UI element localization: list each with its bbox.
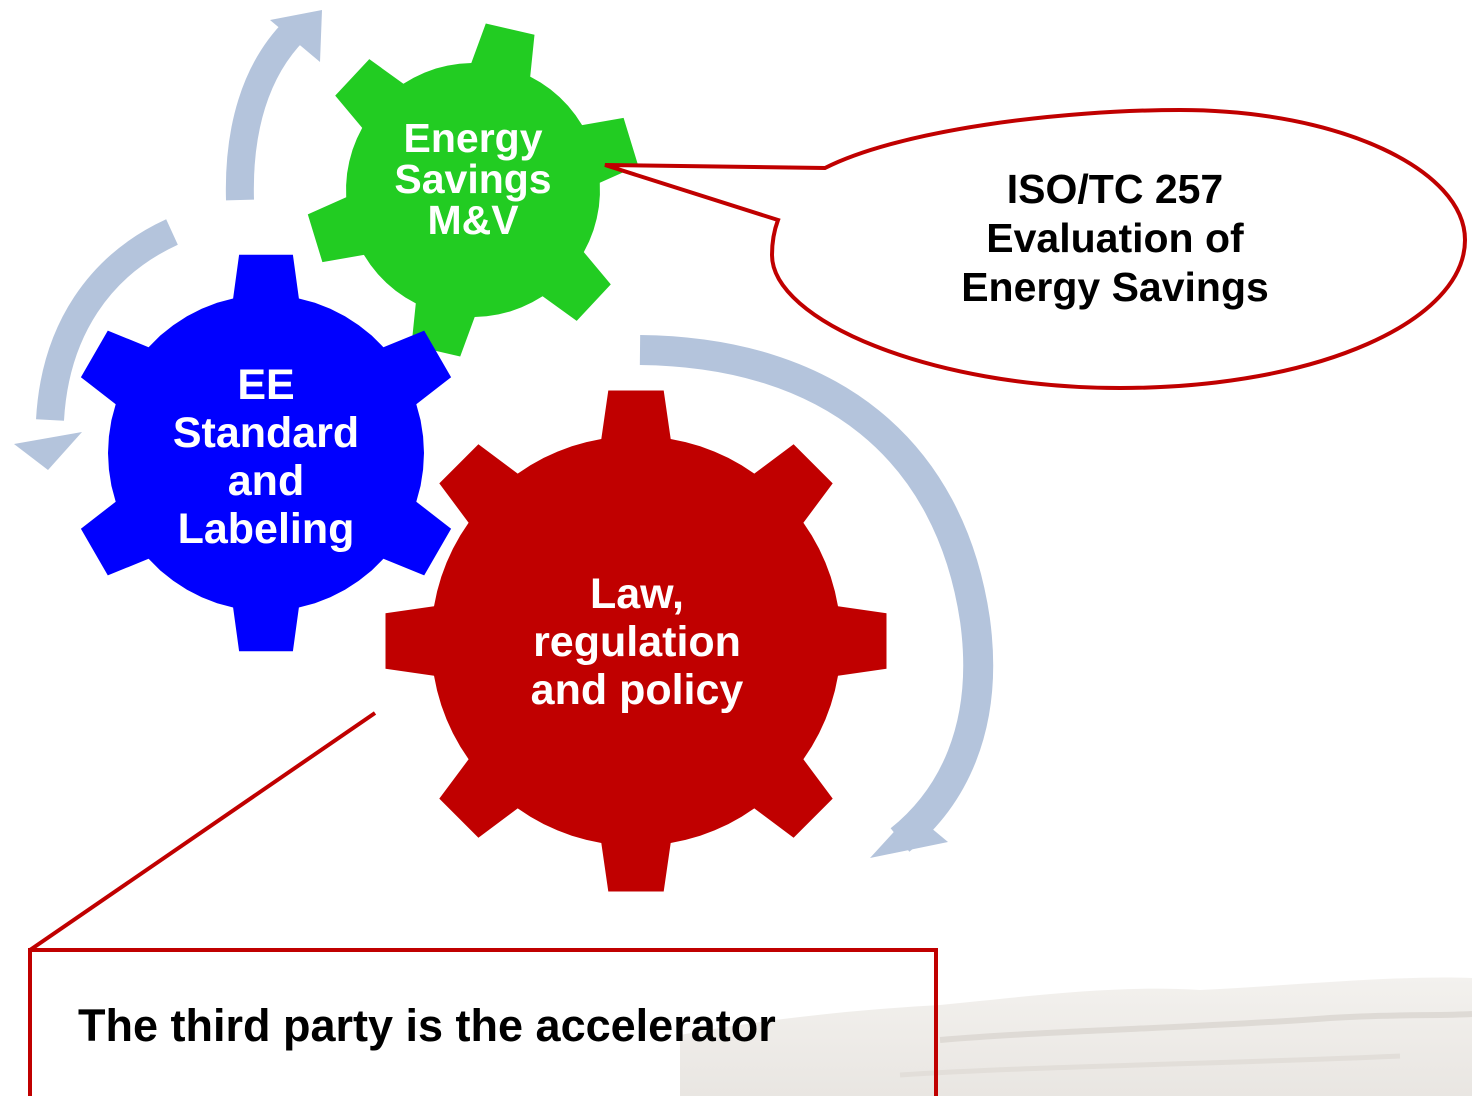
- callout-line: Evaluation of: [986, 215, 1244, 262]
- arrow-red-cycle: [639, 335, 994, 852]
- gear-label-line: M&V: [427, 197, 519, 243]
- law-regulation-policy-label: Law, regulation and policy: [497, 570, 777, 714]
- arrow-red-head: [870, 812, 948, 858]
- note-box: [28, 948, 938, 1101]
- note-text: The third party is the accelerator: [78, 1000, 776, 1051]
- note-connector-line: [28, 711, 377, 952]
- gear-label-line: Law,: [590, 570, 684, 618]
- gear-label-line: Standard: [172, 409, 360, 458]
- gear-label-line: and: [227, 457, 305, 506]
- gear-label-line: and policy: [530, 666, 744, 715]
- gear-label-line: regulation: [533, 618, 741, 667]
- ee-standard-labeling-gear: [80, 254, 452, 652]
- gear-label-line: Energy: [403, 115, 543, 161]
- gear-label-line: Savings: [394, 156, 552, 202]
- background-wash: [680, 977, 1472, 1096]
- arrow-green-cycle: [225, 20, 306, 201]
- energy-savings-mv-gear: [307, 23, 639, 357]
- ee-standard-labeling-label: EE Standard and Labeling: [146, 361, 386, 554]
- arrow-blue-cycle: [36, 219, 179, 421]
- callout-line: ISO/TC 257: [1006, 166, 1224, 212]
- energy-savings-mv-label: Energy Savings M&V: [373, 118, 573, 241]
- cycle-arrows: [14, 10, 994, 858]
- arrow-blue-head: [14, 432, 82, 470]
- gear-label-line: Labeling: [177, 505, 355, 554]
- arrow-green-head: [270, 10, 322, 62]
- gear-label-line: EE: [237, 361, 295, 409]
- callout-line: Energy Savings: [961, 264, 1269, 311]
- law-regulation-policy-gear: [385, 390, 887, 892]
- callout-text: ISO/TC 257 Evaluation of Energy Savings: [900, 165, 1330, 313]
- speech-callout: [604, 107, 1468, 391]
